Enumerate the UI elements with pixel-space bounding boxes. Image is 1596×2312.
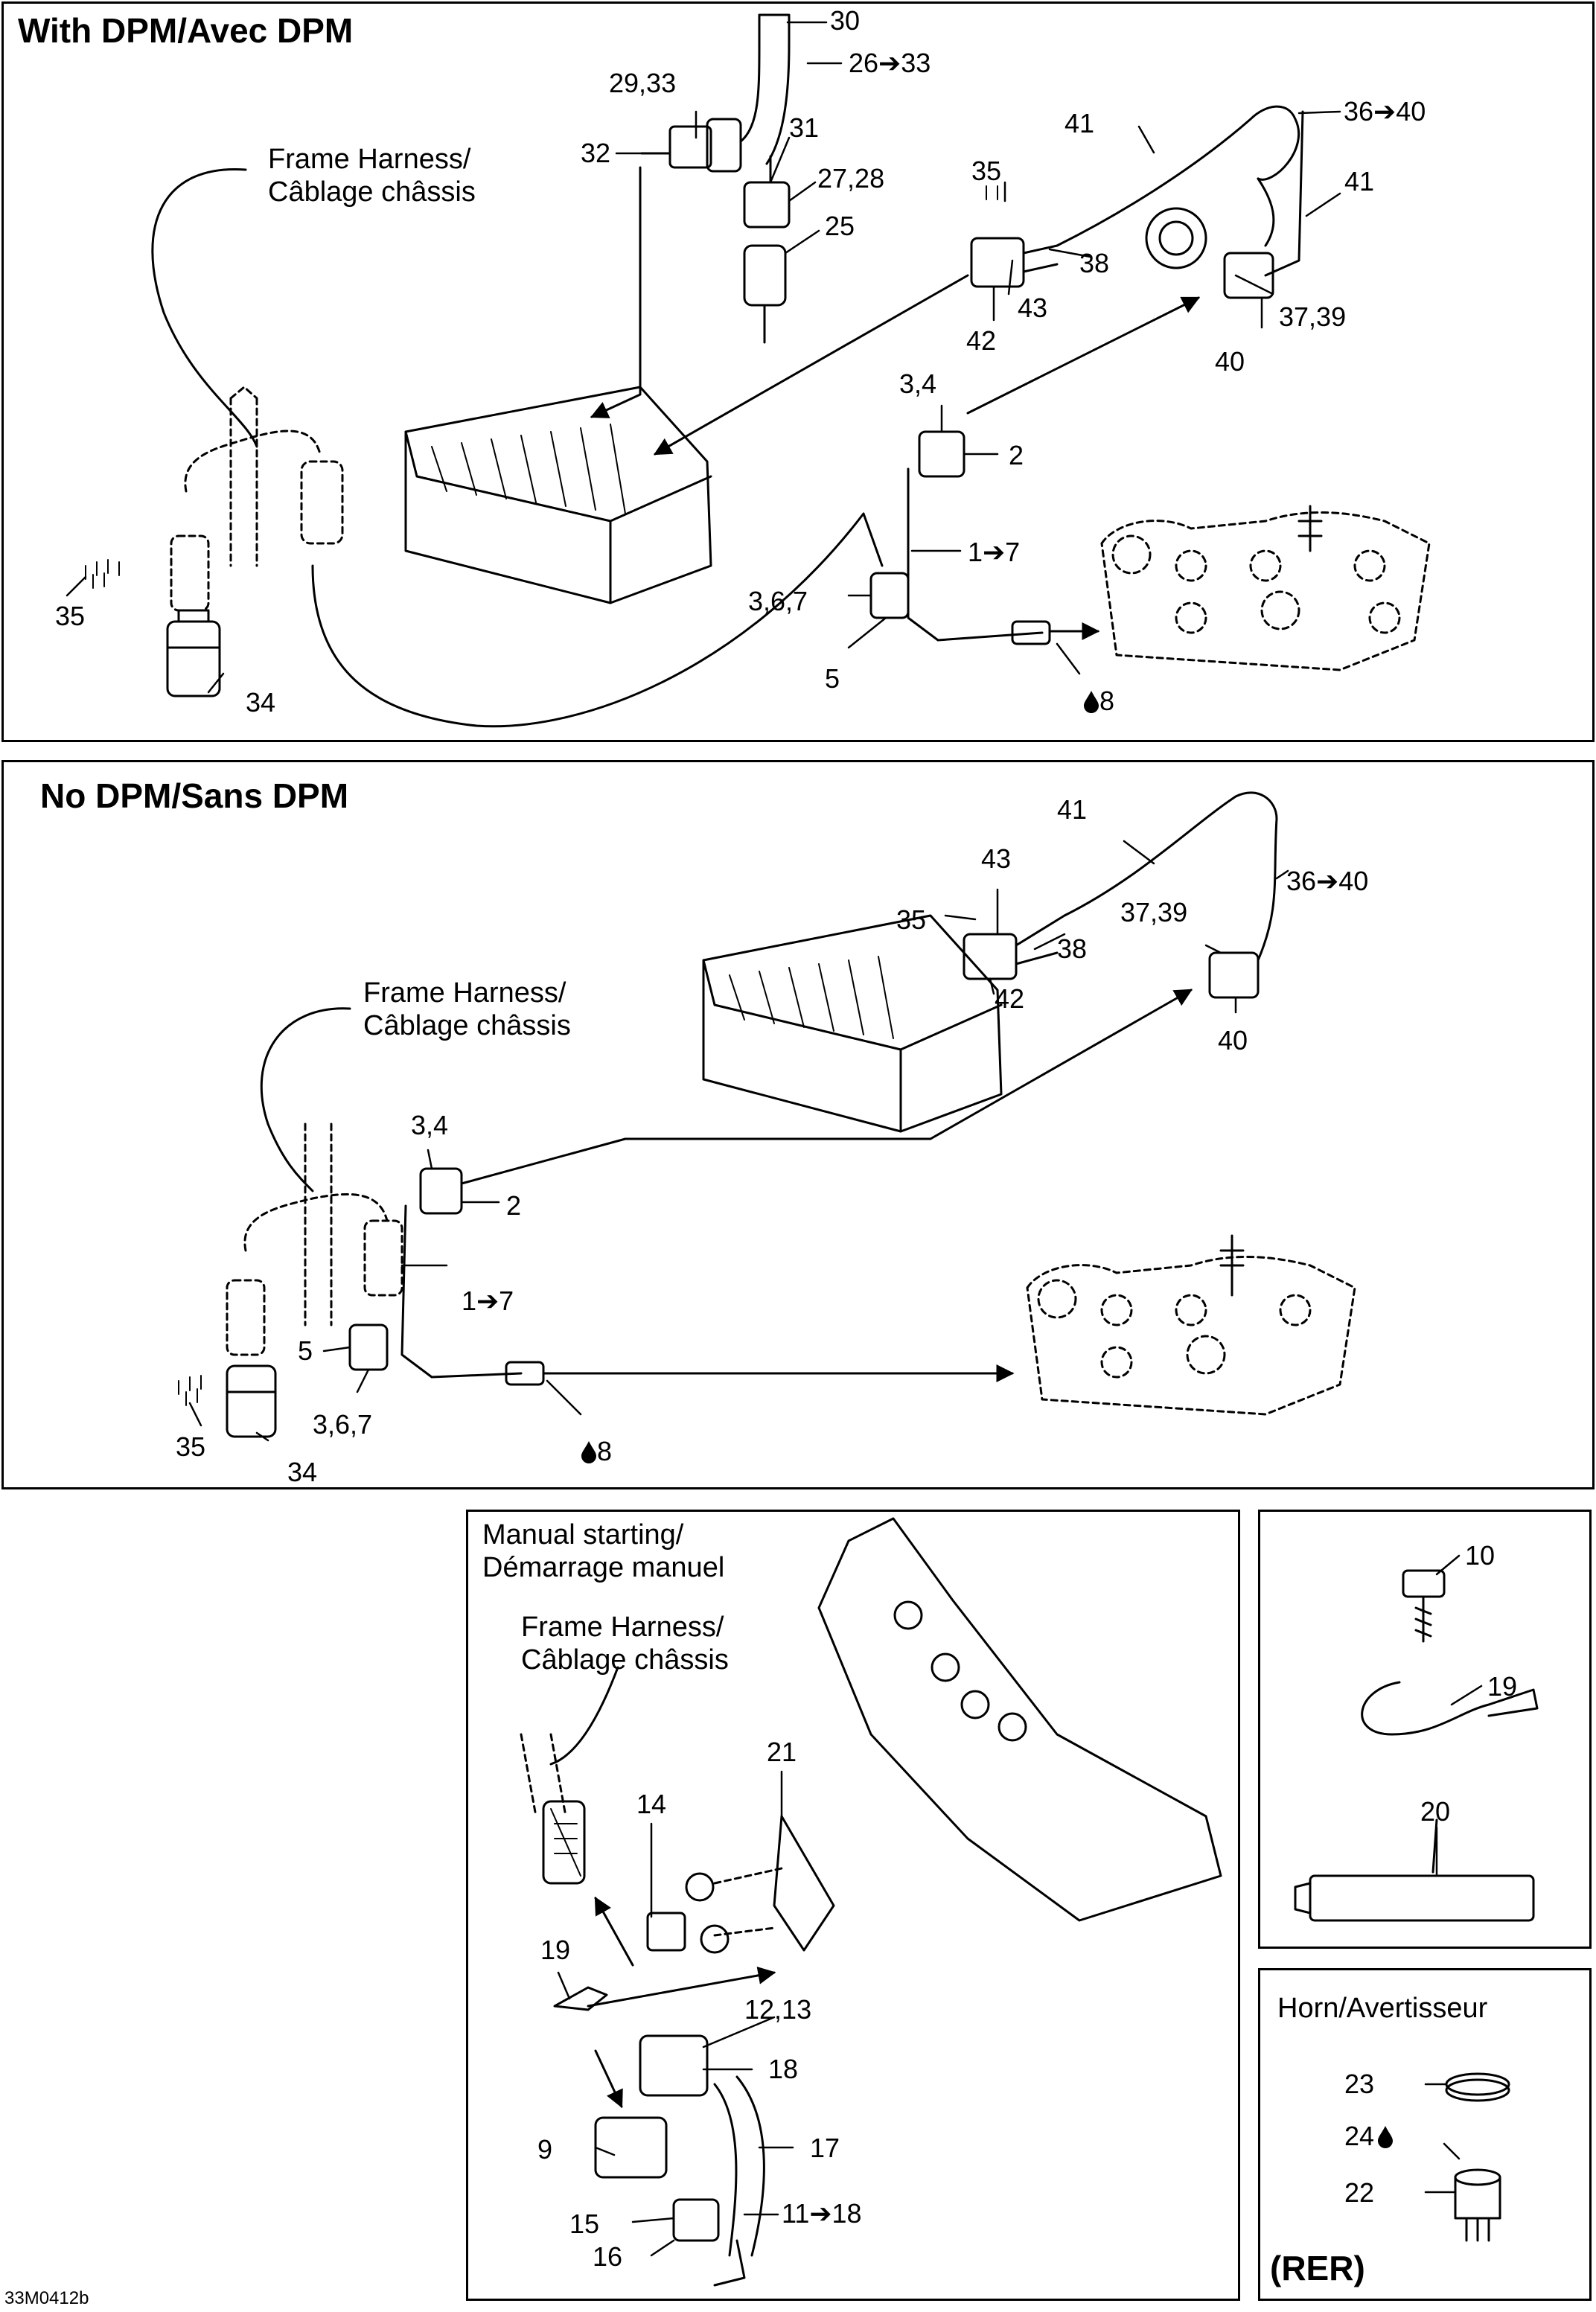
callout-10: 10 (1465, 1540, 1496, 1571)
callout-15: 15 (569, 2209, 600, 2239)
with-dpm-frame-harness-label-line1: Frame Harness/ (268, 144, 471, 175)
no-dpm-title: No DPM/Sans DPM (40, 776, 349, 815)
callout-5: 5 (825, 663, 840, 694)
callout-17: 17 (810, 2133, 840, 2163)
callout-36-40: 36➔40 (1286, 866, 1369, 896)
callout-3-4: 3,4 (411, 1110, 449, 1140)
callout-42: 42 (966, 325, 997, 356)
callout-40: 40 (1218, 1025, 1248, 1056)
callout-20: 20 (1420, 1796, 1451, 1827)
callout-23: 23 (1344, 2069, 1375, 2099)
callout-34: 34 (287, 1457, 318, 1487)
callout-3-4: 3,4 (899, 368, 937, 399)
callout-30: 30 (830, 5, 861, 36)
callout-42: 42 (995, 983, 1025, 1014)
callout-5: 5 (298, 1335, 313, 1366)
callout-22: 22 (1344, 2177, 1375, 2208)
callout-2: 2 (506, 1190, 522, 1221)
callout-19: 19 (1487, 1671, 1518, 1702)
callout-9: 9 (537, 2134, 553, 2165)
callout-43: 43 (1018, 293, 1048, 323)
callout-36-40: 36➔40 (1344, 96, 1426, 127)
oil-drop-icon (1378, 2126, 1394, 2148)
horn-rer-note: (RER) (1270, 2249, 1365, 2287)
hardware-artwork (1294, 1569, 1539, 1922)
callout-8: 8 (1083, 686, 1114, 716)
panel-no-dpm (1, 760, 1595, 1489)
callout-35-lower: 35 (176, 1431, 206, 1462)
callout-43: 43 (981, 843, 1012, 874)
manual-starting-artwork (520, 1517, 1222, 2287)
callout-41-top: 41 (1064, 108, 1095, 138)
oil-drop-icon (581, 1441, 596, 1463)
manual-starting-title-line1: Manual starting/ (482, 1519, 684, 1551)
callout-8-number: 8 (1099, 686, 1115, 716)
callout-37-39: 37,39 (1120, 897, 1188, 927)
callout-24: 24 (1344, 2121, 1394, 2151)
callout-3-6-7: 3,6,7 (313, 1409, 373, 1440)
callout-8: 8 (581, 1437, 612, 1466)
callout-27-28: 27,28 (817, 163, 885, 194)
callout-12-13: 12,13 (744, 1994, 812, 2025)
callout-38: 38 (1057, 933, 1088, 964)
callout-18: 18 (768, 2054, 799, 2084)
callout-1-7: 1➔7 (968, 537, 1021, 567)
callout-3-6-7: 3,6,7 (748, 586, 808, 616)
manual-frame-harness-label-line1: Frame Harness/ (521, 1612, 724, 1643)
callout-41-right: 41 (1344, 166, 1375, 197)
with-dpm-title: With DPM/Avec DPM (18, 11, 354, 50)
callout-35-upper: 35 (971, 156, 1002, 186)
callout-2: 2 (1009, 440, 1024, 470)
horn-artwork (1445, 2072, 1510, 2242)
callout-24-number: 24 (1344, 2121, 1375, 2151)
no-dpm-frame-harness-label-line2: Câblage châssis (363, 1010, 571, 1041)
callout-31: 31 (789, 112, 820, 143)
callout-11-18: 11➔18 (782, 2198, 862, 2229)
callout-41: 41 (1057, 794, 1088, 825)
callout-32: 32 (581, 138, 611, 168)
horn-title: Horn/Avertisseur (1277, 1993, 1488, 2024)
callout-8-number: 8 (597, 1436, 613, 1466)
callout-26-33: 26➔33 (849, 48, 931, 78)
callout-14: 14 (636, 1789, 667, 1819)
callout-16: 16 (593, 2241, 623, 2272)
callout-35-upper: 35 (896, 904, 927, 935)
callout-19: 19 (540, 1935, 571, 1965)
callout-38: 38 (1079, 248, 1110, 278)
callout-40: 40 (1215, 346, 1245, 377)
with-dpm-artwork (85, 13, 1431, 728)
with-dpm-frame-harness-label-line2: Câblage châssis (268, 176, 476, 208)
manual-starting-title-line2: Démarrage manuel (482, 1552, 725, 1583)
panel-horn (1258, 1968, 1592, 2301)
callout-leaders (66, 21, 1483, 2257)
callout-21: 21 (767, 1737, 797, 1767)
no-dpm-artwork (178, 791, 1356, 1438)
callout-25: 25 (825, 211, 855, 241)
oil-drop-icon (1084, 691, 1099, 713)
figure-id: 33M0412b (4, 2288, 89, 2308)
no-dpm-frame-harness-label-line1: Frame Harness/ (363, 977, 566, 1009)
callout-34: 34 (246, 687, 276, 718)
callout-37-39: 37,39 (1279, 301, 1347, 332)
manual-frame-harness-label-line2: Câblage châssis (521, 1644, 729, 1676)
callout-35-lower: 35 (55, 601, 86, 631)
callout-1-7: 1➔7 (462, 1286, 514, 1316)
callout-29-33: 29,33 (609, 68, 677, 98)
